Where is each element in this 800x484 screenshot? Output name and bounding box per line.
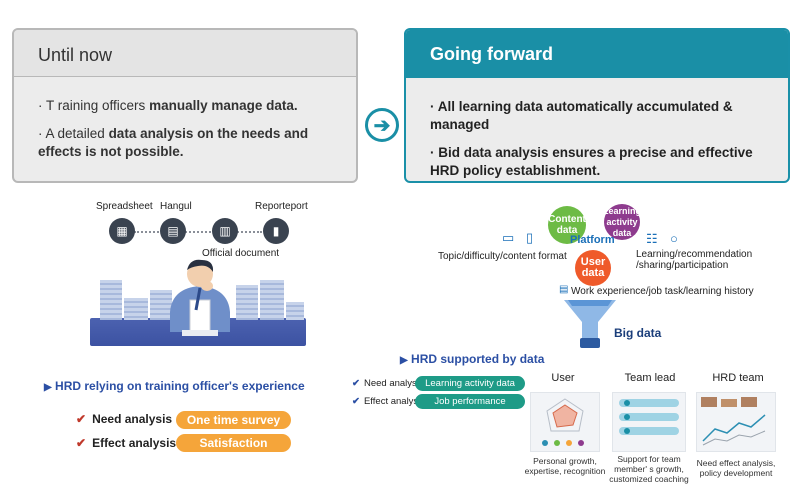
community-icon: ☷ xyxy=(646,231,658,246)
topic-format-label: Topic/difficulty/content format xyxy=(438,251,567,262)
big-data-label: Big data xyxy=(614,326,662,340)
team-dashboard-icon xyxy=(619,399,679,435)
tool-label-spreadsheet: Spreadsheet xyxy=(96,201,153,212)
learning-recommendation-label: Learning/recommendation /sharing/partici… xyxy=(636,249,753,271)
team-lead-card xyxy=(612,392,686,452)
need-analysis-label: ✔Need analysis xyxy=(76,412,173,426)
going-forward-item: · Bid data analysis ensures a precise an… xyxy=(430,145,753,178)
tool-label-hangul: Hangul xyxy=(160,201,192,212)
triangle-icon: ▶ xyxy=(400,355,408,366)
user-card-caption: Personal growth, expertise, recognition xyxy=(524,456,606,476)
satisfaction-badge: Satisfaction xyxy=(176,434,291,452)
hrd-team-card xyxy=(696,392,776,452)
check-icon: ✔ xyxy=(76,412,87,426)
until-now-title: Until now xyxy=(14,30,356,77)
going-forward-panel: Going forward · All learning data automa… xyxy=(404,28,790,183)
hangul-document-icon: ▤ xyxy=(160,218,186,244)
officer-illustration xyxy=(170,259,230,336)
learning-activity-data-bubble: Learning activity data xyxy=(603,204,641,240)
hrd-analytics-icon xyxy=(701,397,766,446)
until-now-item: · A detailed data analysis on the needs … xyxy=(38,126,309,159)
check-icon: ✔ xyxy=(352,396,360,407)
paper-stack xyxy=(150,290,172,320)
content-data-bubble: Content data xyxy=(548,206,586,244)
learning-activity-analysis-badge: Learning activity data analysis xyxy=(415,376,525,404)
effect-analysis-label-right: ✔Effect analysis xyxy=(352,396,426,407)
official-document-icon: ▥ xyxy=(212,218,238,244)
document-icon: ▤ xyxy=(559,284,569,295)
paper-stack xyxy=(260,280,284,320)
mobile-icon: ▯ xyxy=(526,230,534,245)
triangle-icon: ▶ xyxy=(44,382,52,393)
until-now-panel: Until now · T raining officers manually … xyxy=(12,28,358,183)
radar-chart-icon xyxy=(542,398,584,446)
arrow-right-circle-icon: ➔ xyxy=(365,108,399,142)
user-card xyxy=(530,392,600,452)
paper-stack xyxy=(100,280,122,320)
hrd-team-card-title: HRD team xyxy=(712,372,764,384)
need-analysis-label-right: ✔Need analysis xyxy=(352,378,424,389)
until-now-item: · T raining officers manually manage dat… xyxy=(38,98,298,113)
one-time-survey-badge: One time survey xyxy=(176,411,291,429)
check-icon: ✔ xyxy=(352,378,360,389)
job-performance-badge: Job performance xyxy=(415,394,525,409)
check-icon: ✔ xyxy=(76,436,87,450)
going-forward-item: · All learning data automatically accumu… xyxy=(430,99,733,132)
right-section-title: ▶ HRD supported by data xyxy=(400,352,545,366)
big-data-funnel-icon xyxy=(564,300,616,348)
left-section-title: ▶ HRD relying on training officer's expe… xyxy=(44,379,305,393)
chat-icon: ○ xyxy=(670,231,678,246)
spreadsheet-icon: ▦ xyxy=(109,218,135,244)
paper-stack xyxy=(124,298,148,320)
hrd-team-card-caption: Need effect analysis, policy development xyxy=(696,458,776,478)
team-lead-card-caption: Support for team member' s growth, custo… xyxy=(609,454,689,484)
paper-stack xyxy=(286,302,304,320)
official-document-label: Official document xyxy=(202,248,280,259)
paper-stack xyxy=(236,285,258,320)
work-experience-label: Work experience/job task/learning histor… xyxy=(571,286,754,297)
monitor-icon: ▭ xyxy=(502,230,515,245)
report-chart-icon: ▮ xyxy=(263,218,289,244)
platform-label: Platform xyxy=(570,234,615,246)
effect-analysis-label: ✔Effect analysis xyxy=(76,436,177,450)
user-data-bubble: User data xyxy=(575,250,611,286)
tools-connector xyxy=(134,231,262,233)
going-forward-title: Going forward xyxy=(406,30,788,78)
user-card-title: User xyxy=(551,372,575,384)
tool-label-report: Reporteport xyxy=(255,201,308,212)
team-lead-card-title: Team lead xyxy=(624,372,676,384)
